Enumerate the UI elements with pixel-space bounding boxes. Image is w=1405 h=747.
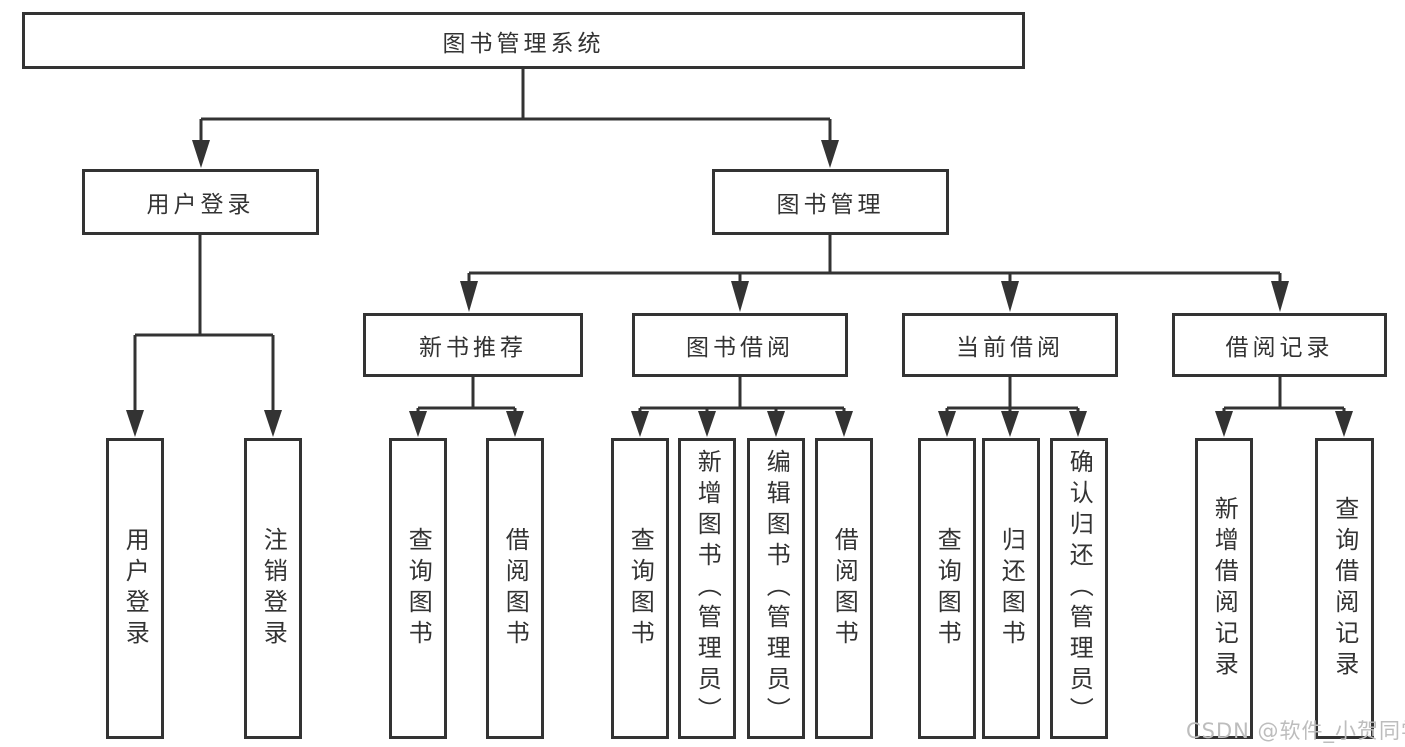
- leaf-logout: 注销登录: [244, 438, 302, 739]
- leaf-current-return-book-label: 归还图书: [997, 526, 1026, 651]
- leaf-user-login: 用户登录: [106, 438, 164, 739]
- leaf-logout-label: 注销登录: [259, 526, 288, 651]
- leaf-records-query-record: 查询借阅记录: [1315, 438, 1374, 739]
- node-current-borrow: 当前借阅: [902, 313, 1118, 377]
- node-root-label: 图书管理系统: [442, 30, 605, 57]
- leaf-current-query-book-label: 查询图书: [933, 526, 962, 651]
- arrowhead-icons: [126, 140, 1353, 437]
- node-book-management-label: 图书管理: [776, 192, 885, 218]
- leaf-borrow-edit-book-admin-label: 编辑图书（管理员）: [762, 449, 791, 728]
- node-user-login: 用户登录: [82, 169, 319, 235]
- leaf-records-add-record-label: 新增借阅记录: [1210, 495, 1239, 682]
- leaf-user-login-label: 用户登录: [121, 526, 150, 651]
- leaf-borrow-add-book-admin-label: 新增图书（管理员）: [693, 449, 722, 728]
- leaf-borrow-borrow-book-label: 借阅图书: [830, 526, 859, 651]
- node-user-login-label: 用户登录: [146, 192, 255, 218]
- node-new-book-recommend: 新书推荐: [363, 313, 583, 377]
- leaf-current-confirm-return-admin: 确认归还（管理员）: [1050, 438, 1108, 739]
- leaf-recommend-query-book: 查询图书: [389, 438, 447, 739]
- tree-edges: [133, 68, 1346, 413]
- node-book-management: 图书管理: [712, 169, 949, 235]
- leaf-current-confirm-return-admin-label: 确认归还（管理员）: [1065, 449, 1094, 728]
- node-book-borrow-label: 图书借阅: [686, 335, 794, 361]
- leaf-current-query-book: 查询图书: [918, 438, 976, 739]
- csdn-watermark: CSDN @软件_小贺同学: [1186, 719, 1405, 743]
- leaf-borrow-edit-book-admin: 编辑图书（管理员）: [747, 438, 805, 739]
- leaf-borrow-borrow-book: 借阅图书: [815, 438, 873, 739]
- leaf-records-add-record: 新增借阅记录: [1195, 438, 1253, 739]
- node-borrow-records: 借阅记录: [1172, 313, 1387, 377]
- leaf-borrow-add-book-admin: 新增图书（管理员）: [678, 438, 736, 739]
- leaf-recommend-borrow-book-label: 借阅图书: [501, 526, 530, 651]
- leaf-recommend-borrow-book: 借阅图书: [486, 438, 544, 739]
- leaf-borrow-query-book-label: 查询图书: [626, 526, 655, 651]
- node-current-borrow-label: 当前借阅: [956, 335, 1064, 361]
- node-new-book-recommend-label: 新书推荐: [419, 335, 527, 361]
- leaf-records-query-record-label: 查询借阅记录: [1330, 495, 1359, 682]
- leaf-recommend-query-book-label: 查询图书: [404, 526, 433, 651]
- leaf-current-return-book: 归还图书: [982, 438, 1040, 739]
- leaf-borrow-query-book: 查询图书: [611, 438, 669, 739]
- node-book-borrow: 图书借阅: [632, 313, 848, 377]
- node-borrow-records-label: 借阅记录: [1225, 335, 1334, 361]
- node-root: 图书管理系统: [22, 12, 1025, 69]
